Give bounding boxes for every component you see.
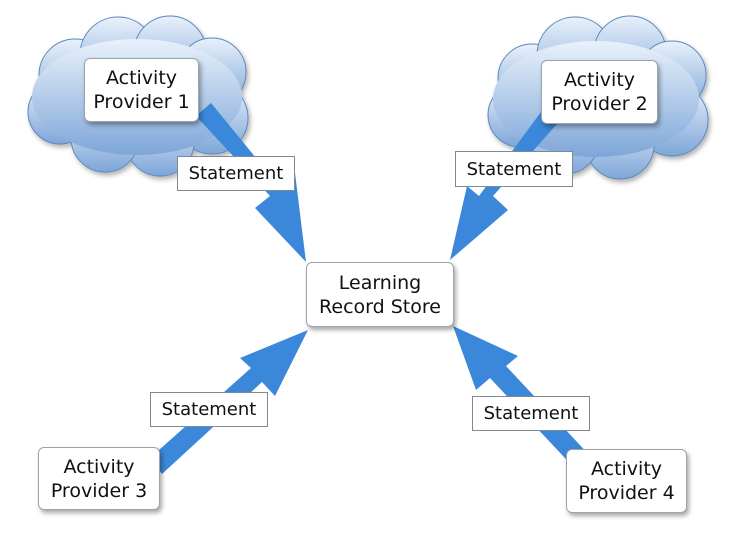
provider-2-line1: Activity <box>563 69 636 91</box>
provider-box-3: Activity Provider 3 <box>38 447 160 510</box>
learning-record-store-box: Learning Record Store <box>306 262 454 327</box>
provider-3-line1: Activity <box>63 455 135 478</box>
provider-box-2: Activity Provider 2 <box>541 60 658 124</box>
statement-label-4: Statement <box>472 396 590 431</box>
provider-box-4: Activity Provider 4 <box>566 449 687 513</box>
provider-2-line2: Provider 2 <box>551 93 648 115</box>
provider-4-line1: Activity <box>590 458 663 480</box>
lrs-line2: Record Store <box>319 295 441 318</box>
statement-3-text: Statement <box>161 399 257 420</box>
provider-4-line2: Provider 4 <box>578 482 675 504</box>
lrs-line1: Learning <box>338 271 422 294</box>
provider-1-line2: Provider 1 <box>93 91 190 113</box>
provider-1-line1: Activity <box>105 67 178 89</box>
provider-box-1: Activity Provider 1 <box>84 58 199 122</box>
provider-3-line2: Provider 3 <box>50 479 148 502</box>
arrow-provider2-to-lrs <box>450 112 557 260</box>
statement-2-text: Statement <box>466 158 562 180</box>
arrow-provider1-to-lrs <box>196 103 306 262</box>
statement-1-text: Statement <box>188 163 284 184</box>
statement-label-1: Statement <box>177 156 295 191</box>
statement-4-text: Statement <box>483 403 579 424</box>
statement-label-3: Statement <box>150 392 268 427</box>
statement-label-2: Statement <box>455 151 573 187</box>
